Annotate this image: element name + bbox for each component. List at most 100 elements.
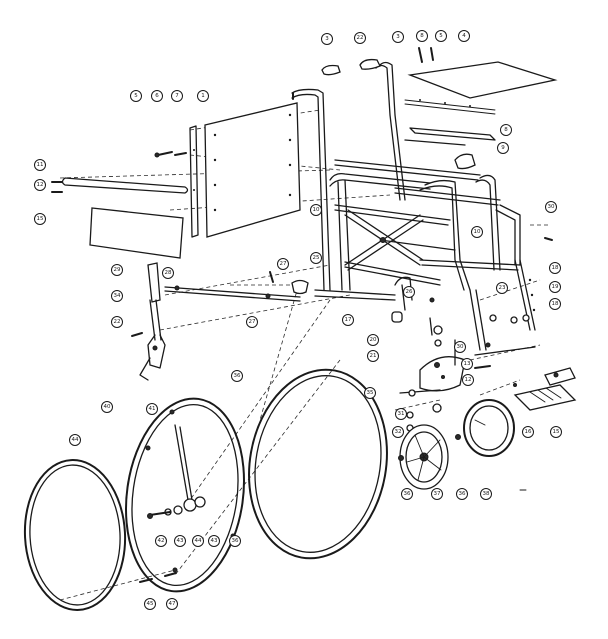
- armrest-clip: [454, 153, 476, 170]
- svg-text:10: 10: [474, 229, 481, 235]
- rear-wheel: [124, 397, 246, 593]
- svg-text:36: 36: [234, 373, 241, 379]
- callout: 22: [111, 316, 123, 328]
- svg-text:36: 36: [459, 491, 466, 497]
- callout: 36: [231, 370, 243, 382]
- washers-right: [489, 314, 530, 324]
- svg-text:42: 42: [158, 538, 165, 544]
- callout: 10: [471, 226, 483, 238]
- callout: 12: [462, 374, 474, 386]
- svg-text:9: 9: [501, 145, 505, 151]
- callout: 15: [34, 213, 46, 225]
- cross-rod: [164, 271, 301, 302]
- callout: 6: [151, 90, 163, 102]
- callout: 38: [480, 488, 492, 500]
- callout: 13: [461, 358, 473, 370]
- callout: 37: [431, 488, 443, 500]
- callout: 32: [392, 426, 404, 438]
- callout: 5: [130, 90, 142, 102]
- caster-hardware: [391, 311, 466, 432]
- svg-text:1: 1: [201, 93, 205, 99]
- svg-text:19: 19: [552, 284, 559, 290]
- svg-text:27: 27: [249, 319, 256, 325]
- svg-text:30: 30: [457, 344, 464, 350]
- rear-tire: [248, 368, 388, 560]
- callout: 35: [364, 387, 376, 399]
- callout: 21: [367, 350, 379, 362]
- side-panel: [89, 207, 184, 259]
- callout: 1: [197, 90, 209, 102]
- svg-text:11: 11: [37, 162, 44, 168]
- svg-text:28: 28: [165, 270, 172, 276]
- svg-text:29: 29: [114, 267, 121, 273]
- svg-text:18: 18: [552, 301, 559, 307]
- svg-text:27: 27: [280, 261, 287, 267]
- armrest-pad: [51, 177, 189, 194]
- svg-text:3: 3: [325, 36, 329, 42]
- callout: 28: [162, 267, 174, 279]
- callout: 16: [522, 426, 534, 438]
- svg-text:40: 40: [104, 404, 111, 410]
- small-screw-right: [544, 237, 553, 241]
- handrim: [23, 459, 127, 611]
- callout: 45: [144, 598, 156, 610]
- svg-text:4: 4: [462, 33, 466, 39]
- svg-text:15: 15: [37, 216, 44, 222]
- svg-text:17: 17: [345, 317, 352, 323]
- seat-upholstery: [404, 61, 558, 146]
- caster-wheel: [398, 424, 461, 490]
- callout: 40: [101, 401, 113, 413]
- callout: 3: [321, 33, 333, 45]
- svg-text:38: 38: [483, 491, 490, 497]
- wheelchair-frame: [291, 61, 536, 351]
- footrest-assembly-left: [131, 262, 166, 381]
- svg-text:20: 20: [370, 337, 377, 343]
- svg-text:16: 16: [525, 429, 532, 435]
- svg-text:32: 32: [395, 429, 402, 435]
- svg-text:43: 43: [211, 538, 218, 544]
- callout: 44: [192, 535, 204, 547]
- svg-text:22: 22: [357, 35, 364, 41]
- callout: 5: [435, 30, 447, 42]
- callout: 18: [549, 298, 561, 310]
- svg-text:37: 37: [434, 491, 441, 497]
- svg-text:43: 43: [177, 538, 184, 544]
- svg-text:41: 41: [149, 406, 156, 412]
- callout-labels: 3 22 3 8 5 4 5 6 7 1 8 9 10 11 12 15 30 …: [34, 30, 562, 610]
- callout: 22: [354, 32, 366, 44]
- backrest-screws: [154, 151, 187, 158]
- svg-text:12: 12: [37, 182, 44, 188]
- svg-text:7: 7: [175, 93, 179, 99]
- svg-text:44: 44: [72, 437, 79, 443]
- callout: 36: [456, 488, 468, 500]
- svg-text:18: 18: [552, 265, 559, 271]
- svg-text:21: 21: [370, 353, 377, 359]
- callout: 20: [367, 334, 379, 346]
- backrest-upholstery: [204, 102, 301, 238]
- callout: 19: [549, 281, 561, 293]
- callout: 9: [497, 142, 509, 154]
- svg-text:15: 15: [553, 429, 560, 435]
- callout: 4: [458, 30, 470, 42]
- svg-text:10: 10: [313, 207, 320, 213]
- svg-text:47: 47: [169, 601, 176, 607]
- svg-text:26: 26: [406, 289, 413, 295]
- callout: 43: [174, 535, 186, 547]
- callout: 27: [246, 316, 258, 328]
- footplate-right: [474, 346, 577, 411]
- callout: 8: [416, 30, 428, 42]
- callout: 18: [549, 262, 561, 274]
- callout: 30: [545, 201, 557, 213]
- svg-text:45: 45: [147, 601, 154, 607]
- svg-text:5: 5: [134, 93, 138, 99]
- callout: 11: [34, 159, 46, 171]
- callout: 7: [171, 90, 183, 102]
- callout: 25: [310, 252, 322, 264]
- svg-text:30: 30: [548, 204, 555, 210]
- callout: 47: [166, 598, 178, 610]
- callout: 43: [208, 535, 220, 547]
- tube-cap: [291, 279, 309, 295]
- callout: 36: [229, 535, 241, 547]
- callout: 42: [155, 535, 167, 547]
